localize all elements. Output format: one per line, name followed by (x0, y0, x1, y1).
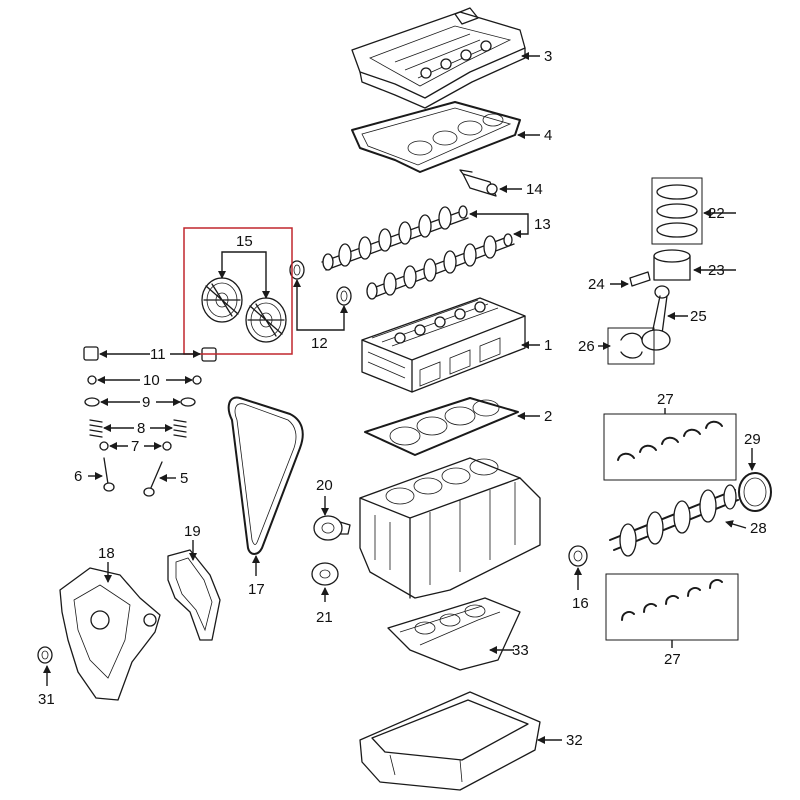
part-timing-chain (227, 396, 304, 555)
callout-2: 2 (544, 408, 552, 425)
part-main-bearings-upper (617, 420, 723, 461)
callout-18: 18 (98, 545, 115, 562)
callout-24: 24 (588, 276, 605, 293)
callout-7: 7 (131, 438, 139, 455)
callout-19: 19 (184, 523, 201, 540)
part-chain-guide (311, 562, 339, 586)
callout-6: 6 (74, 468, 82, 485)
part-timing-cover-gasket (167, 549, 221, 641)
part-head-gasket (364, 397, 519, 456)
callout-31: 31 (38, 691, 55, 708)
part-bedplate (387, 597, 521, 671)
callout-14: 14 (526, 181, 543, 198)
callout-13: 13 (534, 216, 551, 233)
part-front-seal (37, 646, 53, 664)
part-engine-block (359, 457, 541, 599)
callout-29: 29 (744, 431, 761, 448)
part-crankshaft-sprocket (568, 545, 588, 567)
callout-1: 1 (544, 337, 552, 354)
part-piston-rings (656, 184, 698, 238)
callout-27-lower: 27 (664, 651, 681, 668)
callout-23: 23 (708, 262, 725, 279)
part-timing-cover (59, 567, 161, 701)
part-rear-main-seal (738, 472, 772, 512)
callout-22: 22 (708, 205, 725, 222)
callout-26: 26 (578, 338, 595, 355)
box-27-lower (605, 573, 739, 641)
part-piston (653, 249, 691, 281)
callout-10: 10 (143, 372, 160, 389)
callout-27-upper: 27 (657, 391, 674, 408)
part-valve-cover-gasket (351, 101, 521, 173)
callout-16: 16 (572, 595, 589, 612)
part-crankshaft (609, 484, 739, 557)
part-piston-pin (629, 271, 651, 287)
callout-labels: 3 4 14 13 1 2 22 23 24 25 26 27 29 28 16… (38, 48, 767, 749)
callout-9: 9 (142, 394, 150, 411)
callout-33: 33 (512, 642, 529, 659)
part-camshafts (321, 205, 515, 300)
part-main-bearings-lower (621, 579, 723, 621)
callout-3: 3 (544, 48, 552, 65)
callout-32: 32 (566, 732, 583, 749)
part-oil-pan (359, 691, 541, 791)
part-valve-cover (351, 7, 526, 109)
callout-12: 12 (311, 335, 328, 352)
part-connecting-rod (641, 285, 671, 351)
part-cylinder-head (361, 297, 526, 393)
callout-8: 8 (137, 420, 145, 437)
callout-21: 21 (316, 609, 333, 626)
callout-5: 5 (180, 470, 188, 487)
part-chain-tensioner (313, 515, 351, 541)
callout-15: 15 (236, 233, 253, 250)
callout-11: 11 (150, 346, 166, 363)
part-valve-train-components (83, 346, 217, 497)
callout-20: 20 (316, 477, 333, 494)
part-camshaft-seals (289, 260, 352, 306)
part-rod-bearings (620, 332, 643, 359)
part-camshaft-actuators (201, 277, 287, 343)
callout-4: 4 (544, 127, 552, 144)
box-27-upper (603, 413, 737, 481)
callout-28: 28 (750, 520, 767, 537)
box-22 (651, 177, 703, 245)
callout-17: 17 (248, 581, 265, 598)
leader-lines (43, 52, 756, 744)
part-oil-control-valve (459, 169, 498, 197)
callout-25: 25 (690, 308, 707, 325)
highlight-box-15 (183, 227, 293, 355)
